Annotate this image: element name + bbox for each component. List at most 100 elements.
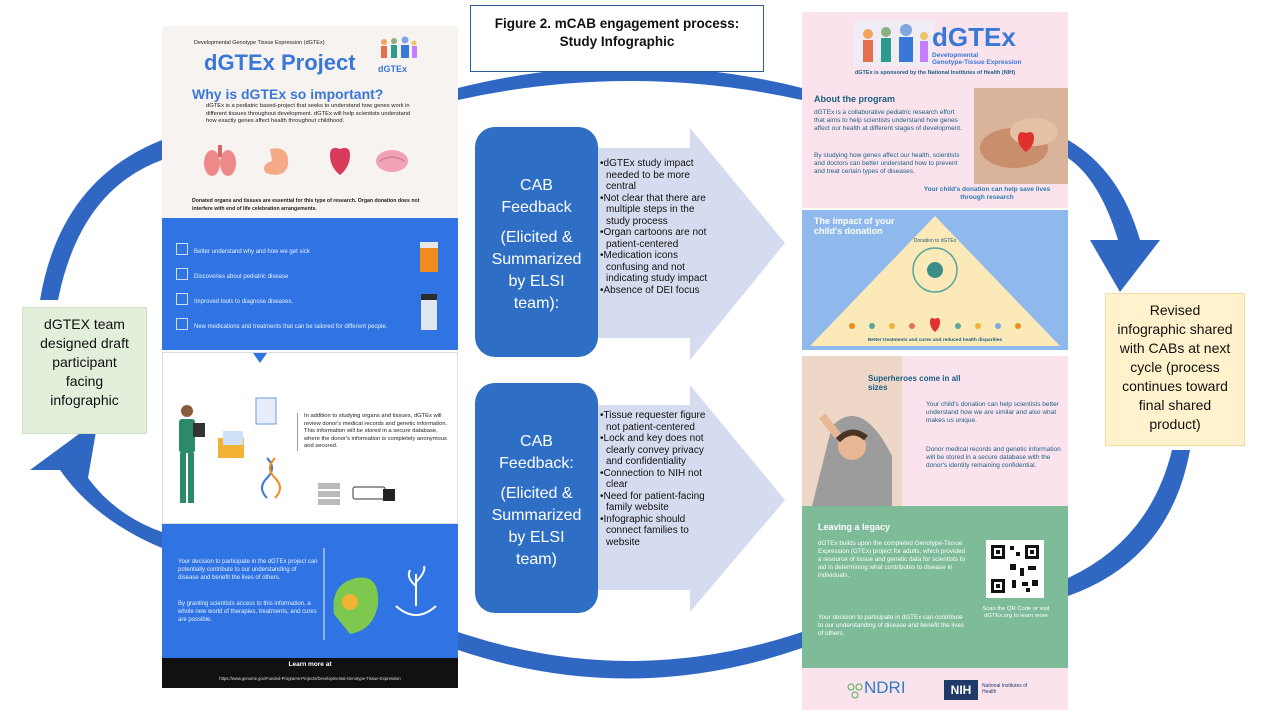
revised-impact-top: Donation to dGTEx — [913, 238, 957, 244]
revised-label-line: product) — [1149, 416, 1201, 432]
draft-decision-text: Your decision to participate in the dGTE… — [178, 559, 318, 581]
vial-icon — [421, 300, 437, 330]
draft-records-text: In addition to studying organs and tissu… — [297, 413, 449, 451]
cab-feedback-2: CAB Feedback: (Elicited & Summarized by … — [475, 383, 598, 613]
cab1-bullet-list: dGTEx study impact needed to be more cen… — [600, 158, 712, 296]
right-lower-arc — [1068, 450, 1190, 596]
revised-logo-text: dGTEx — [932, 22, 1016, 52]
draft-donated-note: Donated organs and tissues are essential… — [192, 198, 420, 212]
brain-icon — [376, 150, 408, 172]
cab1-line: Feedback — [501, 199, 572, 216]
medication-icons — [420, 242, 438, 330]
dna-icon — [261, 457, 281, 499]
stomach-icon — [264, 148, 289, 175]
superhero-child-photo — [802, 356, 902, 506]
left-upper-arc — [40, 140, 162, 300]
revised-super-p2: Donor medical records and genetic inform… — [926, 446, 1061, 469]
revised-label-line: cycle (process — [1130, 359, 1220, 375]
figure-title: Figure 2. mCAB engagement process: Study… — [470, 5, 764, 72]
revised-super-p1: Your child's donation can help scientist… — [926, 401, 1059, 424]
cab1-line: team): — [513, 295, 560, 312]
top-arc-arrow — [458, 66, 802, 100]
figure-title-line1: Figure 2. mCAB engagement process: — [494, 16, 740, 31]
cab1-bullet: Not clear that there are multiple steps … — [600, 193, 712, 228]
revised-about-cta: Your child's donation can help save live… — [923, 186, 1051, 201]
revised-about-heading: About the program — [814, 94, 895, 104]
organ-icons — [204, 145, 408, 176]
plus-icon — [176, 292, 188, 305]
plus-icon — [176, 242, 188, 255]
draft-label-line: infographic — [50, 392, 119, 408]
revised-superheroes-panel: Superheroes come in all sizes Your child… — [802, 356, 1068, 506]
draft-header-small: Developmental Genotype Tissue Expression… — [194, 40, 325, 46]
cab2-line: Summarized — [491, 507, 582, 524]
left-arrowhead — [30, 420, 162, 548]
cab2-line: by ELSI — [508, 529, 565, 546]
cab2-bullet: Tissue requester figure not patient-cent… — [600, 410, 712, 433]
draft-label-line: designed draft — [40, 335, 129, 351]
folder-icon — [218, 431, 244, 458]
revised-family-logo-icon — [854, 20, 934, 66]
draft-decision-panel: Your decision to participate in the dGTE… — [162, 524, 458, 658]
ndri-logo-icon — [847, 683, 863, 699]
people-row-icons — [849, 323, 1021, 329]
draft-granting-text: By granting scientists access to this in… — [178, 601, 317, 623]
revised-legacy-p2: Your decision to participate in dGTEx ca… — [818, 614, 964, 637]
bottom-arc-arrow — [458, 632, 802, 679]
cab1-line: (Elicited & — [500, 229, 573, 246]
draft-label-line: facing — [65, 373, 104, 389]
revised-footer: NDRI NIH National Institutes of Health — [802, 668, 1068, 710]
revised-logo-sub1: Developmental — [932, 52, 979, 59]
password-lock-icon — [352, 486, 395, 501]
revised-label-line: with CABs at next — [1119, 340, 1231, 356]
cab2-bullet: Connection to NIH not clear — [600, 468, 712, 491]
cab1-line: Summarized — [491, 251, 582, 268]
impact-pyramid — [810, 216, 1060, 346]
plus-icon — [176, 267, 188, 280]
clipboard-icon — [255, 397, 277, 425]
hands-heart-photo — [974, 88, 1068, 184]
draft-logo: dGTEx — [378, 36, 418, 74]
draft-benefit-item: Improved tools to diagnose diseases. — [176, 290, 356, 315]
draft-benefit-item: Discoveries about pediatric disease — [176, 265, 356, 290]
right-arrowhead — [1068, 140, 1160, 292]
draft-benefits-panel: Better understand why and how we get sic… — [162, 218, 458, 350]
revised-logo-sub: Developmental Genotype-Tissue Expression — [932, 52, 1021, 66]
draft-infographic-top: Developmental Genotype Tissue Expression… — [162, 26, 458, 218]
draft-why-body: dGTEx is a pediatric based-project that … — [206, 103, 411, 124]
revised-about-p2: By studying how genes affect our health,… — [814, 152, 960, 175]
cab1-bullet: Organ cartoons are not patient-centered — [600, 227, 712, 250]
draft-benefit-item: New medications and treatments that can … — [176, 315, 436, 340]
cab2-bullet-list: Tissue requester figure not patient-cent… — [600, 410, 712, 548]
privacy-illustration — [179, 353, 395, 505]
revised-impact-heading: The impact of your child's donation — [814, 216, 895, 236]
draft-privacy-panel: In addition to studying organs and tissu… — [162, 352, 458, 524]
revised-label-line: continues toward — [1122, 378, 1228, 394]
cab2-line: (Elicited & — [500, 485, 573, 502]
qr-code-icon[interactable] — [986, 540, 1044, 598]
cab2-line: CAB — [520, 433, 553, 450]
doctor-figure-icon — [179, 405, 205, 503]
revised-qr-caption: Scan the QR Code or visit dGTEx.org to l… — [982, 606, 1050, 619]
draft-label-box: dGTEX team designed draft participant fa… — [22, 307, 147, 434]
revised-header: dGTEx Developmental Genotype-Tissue Expr… — [802, 12, 1068, 82]
revised-label-line: Revised — [1149, 302, 1201, 318]
cab1-bullet: dGTEx study impact needed to be more cen… — [600, 158, 712, 193]
draft-url: https://www.genome.gov/Funded-Programs-P… — [219, 676, 401, 681]
cab1-line: by ELSI — [508, 273, 565, 290]
cab2-bullet: Lock and key does not clearly convey pri… — [600, 433, 712, 468]
revised-label-line: final shared — [1138, 397, 1212, 413]
draft-why-heading: Why is dGTEx so important? — [192, 86, 384, 102]
cab1-bullet: Absence of DEI focus — [600, 285, 712, 297]
revised-logo-sub2: Genotype-Tissue Expression — [932, 59, 1022, 66]
revised-about-panel: About the program dGTEx is a collaborati… — [802, 82, 1068, 208]
revised-legacy-p1: dGTEx builds upon the completed Genotype… — [818, 540, 966, 579]
cab2-bullet: Infographic should connect families to w… — [600, 514, 712, 549]
revised-label-box: Revised infographic shared with CABs at … — [1105, 293, 1245, 446]
pill-bottle-icon — [420, 242, 438, 248]
cab1-line: CAB — [520, 177, 553, 194]
draft-logo-text: dGTEx — [378, 64, 408, 74]
revised-ndri: NDRI — [864, 678, 906, 697]
heart-icon — [330, 147, 350, 175]
cab2-line: team) — [516, 551, 557, 568]
